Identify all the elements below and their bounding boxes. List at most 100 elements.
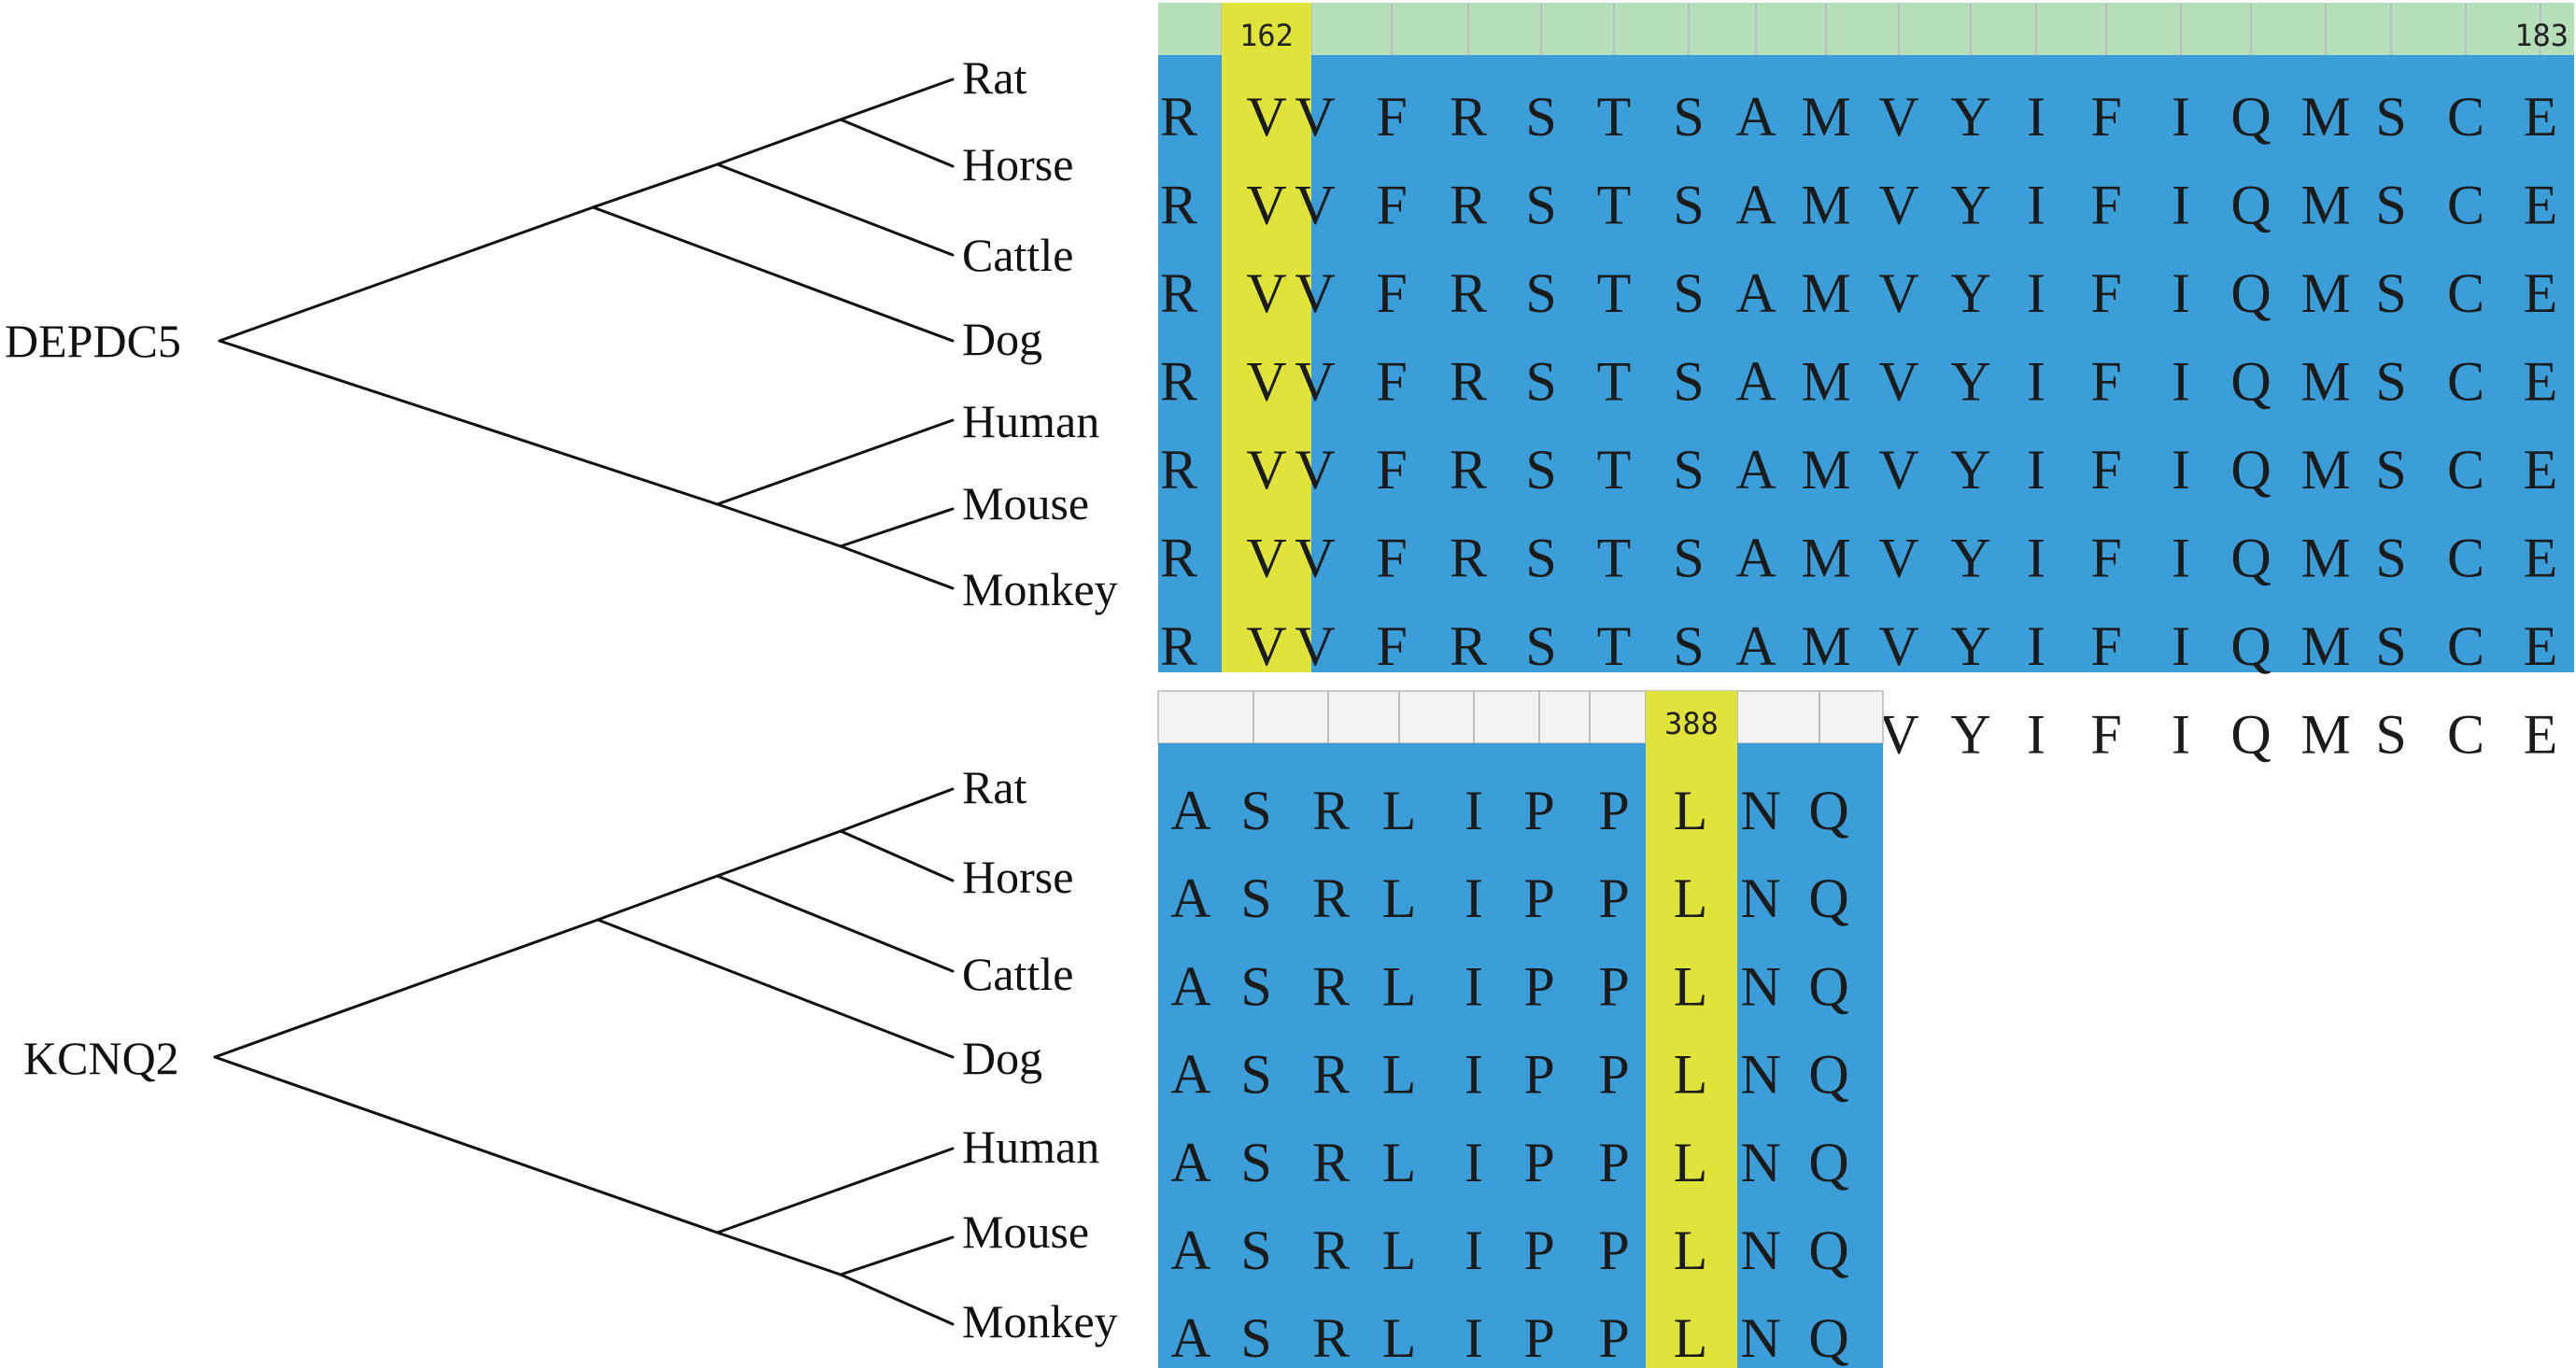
residue: Q [1808,1220,1848,1281]
residue: Y [1950,351,1990,413]
residue: A [1735,351,1776,413]
tree-branch [596,874,719,922]
residue: R [1450,439,1487,501]
residue: V [1295,528,1335,589]
residue: Q [2230,528,2271,589]
residue: Y [1950,86,1990,148]
species-label: Cattle [962,229,1073,281]
residue: V [1295,86,1335,148]
gene-label-depdc5: DEPDC5 [5,315,181,367]
residue: V [1246,439,1286,501]
residue: F [2090,528,2121,589]
tree-branch [213,918,600,1059]
residue: F [2090,262,2121,324]
residue: Q [2230,351,2271,413]
residue: I [1465,1307,1483,1368]
residue: C [2447,351,2484,413]
position-number-183: 183 [2514,18,2569,53]
residue: M [1801,528,1850,589]
residue: F [1376,615,1407,677]
residue: S [1525,439,1556,501]
residue: I [2172,86,2190,148]
residue: T [1597,615,1632,677]
residue: A [1735,615,1776,677]
alignment-ruler [1158,3,2574,55]
species-label: Dog [962,313,1042,365]
residue: E [2524,351,2558,413]
residue: P [1523,1044,1554,1106]
residue: R [1160,439,1197,501]
tree-branch [715,502,842,548]
residue: I [1465,867,1483,929]
tree-branch [839,1235,955,1276]
residue: N [1740,1220,1780,1281]
position-number-162: 162 [1239,18,1294,53]
alignment-background [1158,55,2574,672]
residue: Q [1808,1307,1848,1368]
residue: Q [2230,86,2271,148]
residue: V [1246,86,1286,148]
residue: E [2524,86,2558,148]
residue: A [1735,262,1776,324]
residue: I [1465,955,1483,1017]
residue: V [1878,704,1918,766]
residue: M [2300,704,2350,766]
residue: S [2375,615,2406,677]
residue: I [2027,439,2045,501]
residue: M [1801,439,1850,501]
residue: Q [1808,955,1848,1017]
residue: S [1240,955,1271,1017]
residue: F [1376,86,1407,148]
residue: R [1450,615,1487,677]
residue: M [1801,262,1850,324]
residue: S [1525,351,1556,413]
residue: V [1246,262,1286,324]
residue: L [1382,1220,1417,1281]
residue: N [1740,780,1780,841]
residue: M [1801,175,1850,236]
residue: Q [2230,615,2271,677]
residue: I [2172,615,2190,677]
residue: S [2375,704,2406,766]
residue: E [2524,175,2558,236]
tree-branch [218,205,595,343]
species-label: Monkey [962,1295,1118,1347]
residue: S [1525,175,1556,236]
residue: P [1523,867,1554,929]
residue: F [2090,704,2121,766]
residue: I [1465,1044,1483,1106]
species-label: Dog [962,1032,1042,1084]
tree-branch [591,205,955,343]
residue: S [1240,780,1271,841]
residue: S [2375,262,2406,324]
residue: V [1878,262,1918,324]
residue: S [1673,528,1704,589]
residue: T [1597,351,1632,413]
residue: V [1878,351,1918,413]
residue: Q [1808,867,1848,929]
residue: P [1523,1220,1554,1281]
residue: A [1735,439,1776,501]
tree-branch [715,118,842,166]
residue: M [1801,86,1850,148]
residue: V [1246,528,1286,589]
residue: Q [2230,704,2271,766]
residue: V [1246,175,1286,236]
tree-branch [715,1147,955,1234]
species-label: Horse [962,851,1073,903]
residue: C [2447,262,2484,324]
residue: F [2090,351,2121,413]
tree-branch [715,874,955,973]
residue: I [2027,704,2045,766]
residue: S [2375,439,2406,501]
residue: V [1878,528,1918,589]
